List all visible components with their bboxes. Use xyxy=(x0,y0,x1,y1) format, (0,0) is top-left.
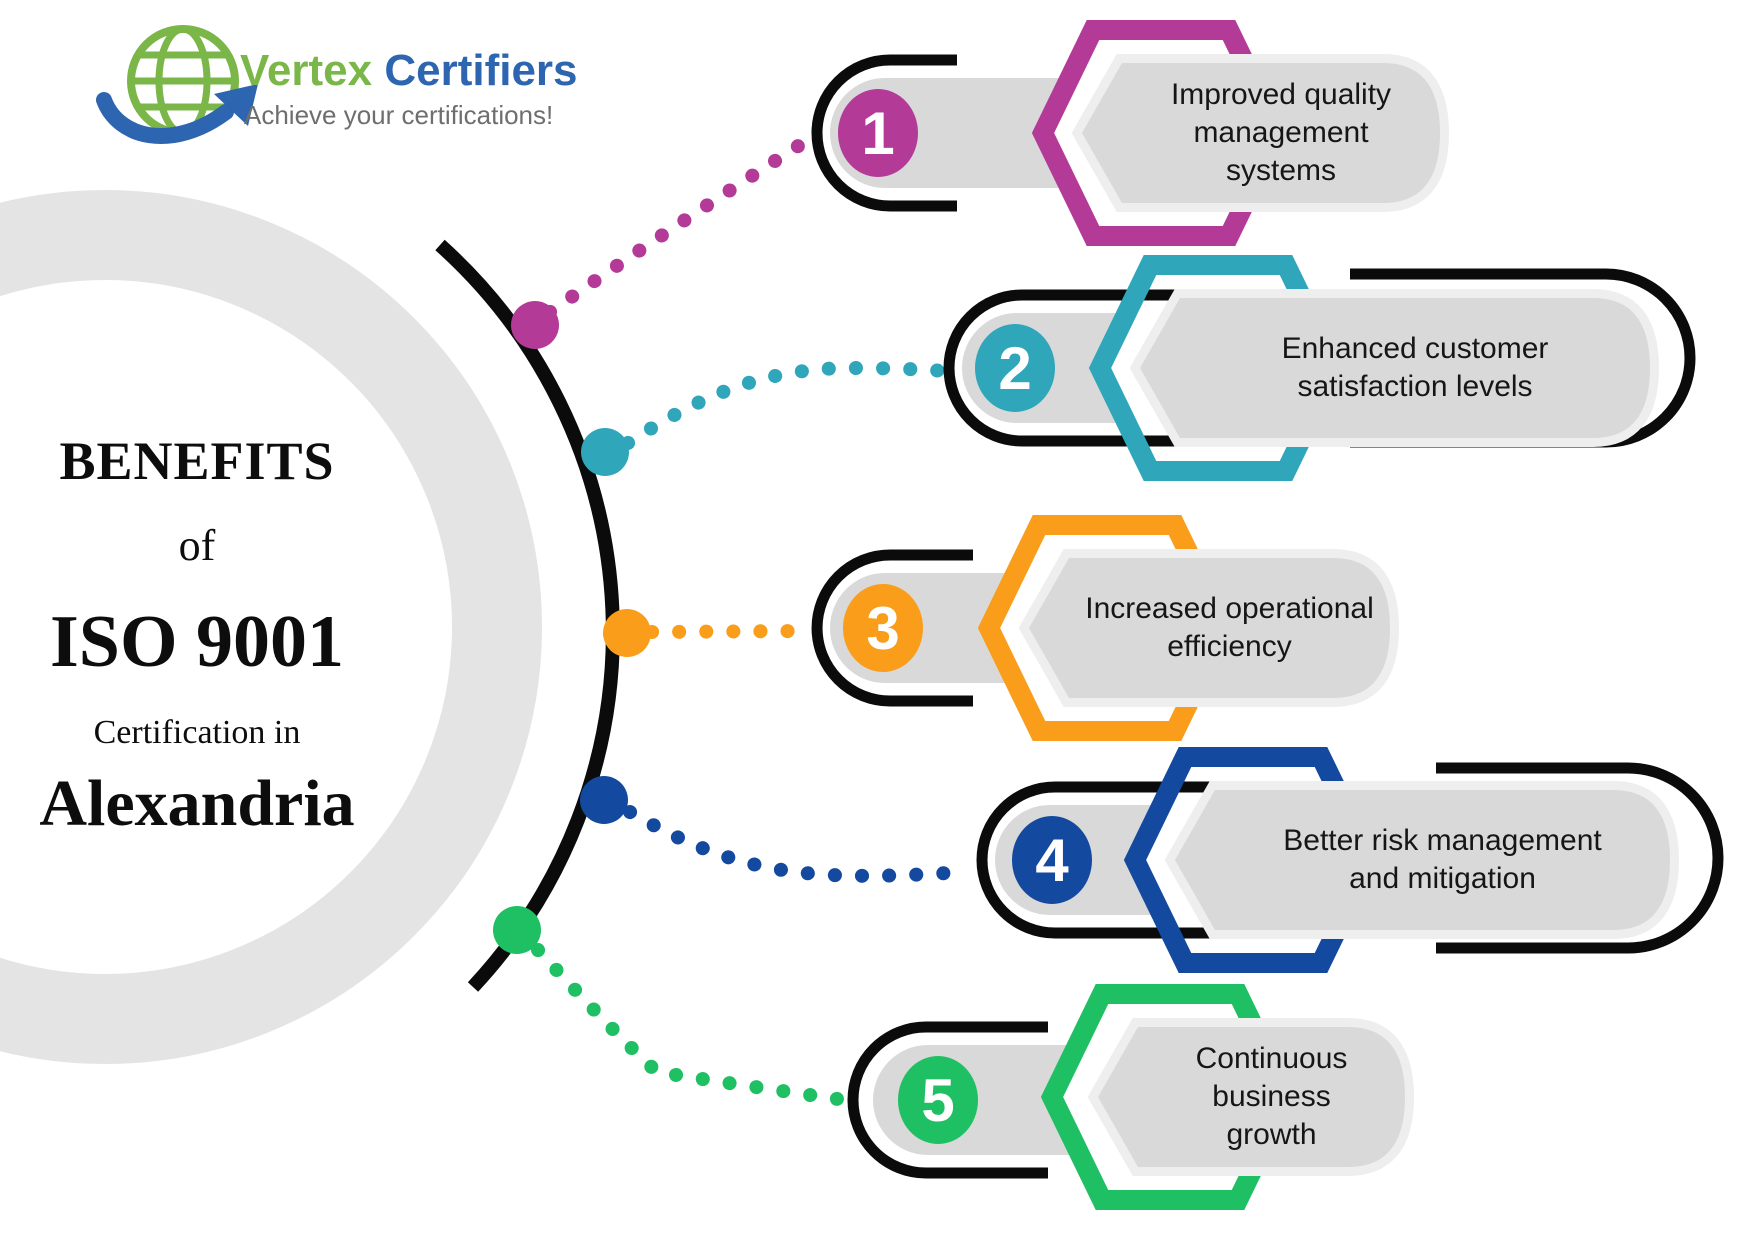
item3-left-outline xyxy=(811,549,973,707)
arc-node-3 xyxy=(603,609,651,657)
item1-left-outline xyxy=(811,54,957,212)
item5-label: Continuous business growth xyxy=(1195,1042,1348,1151)
arc-node-5 xyxy=(493,906,541,954)
arc-node-2 xyxy=(581,428,629,476)
item5-number: 5 xyxy=(921,1066,955,1134)
item3-label: Increased operational efficiency xyxy=(1085,592,1374,663)
connector-dotted-3 xyxy=(645,624,807,639)
connector-dotted-2 xyxy=(621,360,951,450)
item1-label: Improved quality management systems xyxy=(1170,78,1392,187)
logo-arrow-swoosh xyxy=(96,92,234,144)
benefit-item-1 xyxy=(811,20,1450,246)
item1-label-plate xyxy=(1082,63,1440,203)
connector-dotted-5 xyxy=(531,943,852,1107)
item1-number-circle xyxy=(838,89,918,177)
item2-label: Enhanced customer satisfaction levels xyxy=(1281,332,1549,403)
benefit-item-5 xyxy=(847,984,1415,1210)
title-alexandria: Alexandria xyxy=(39,767,355,840)
item4-right-outline xyxy=(1436,762,1724,954)
title-certification-in: Certification in xyxy=(93,714,301,751)
item4-number-circle xyxy=(1012,816,1092,904)
item5-label-plate xyxy=(1098,1027,1405,1167)
item2-left-outline xyxy=(943,289,1225,447)
item5-number-circle xyxy=(898,1056,978,1144)
logo-globe-icon xyxy=(96,25,258,144)
title-iso-9001: ISO 9001 xyxy=(49,601,344,683)
logo-wordmark: Vertex Certifiers xyxy=(240,46,578,96)
logo-brand-part2: Certifiers xyxy=(372,46,578,95)
title-of: of xyxy=(178,521,216,570)
benefit-item-3 xyxy=(811,515,1400,741)
item4-label: Better risk management and mitigation xyxy=(1283,824,1602,895)
item1-number: 1 xyxy=(861,99,895,167)
item5-left-outline xyxy=(847,1021,1048,1179)
item2-right-outline xyxy=(1350,268,1696,448)
background-ring xyxy=(0,190,542,1064)
arc-node-1 xyxy=(511,301,559,349)
item3-label-plate xyxy=(1029,558,1390,698)
logo-tagline: Achieve your certifications! xyxy=(244,100,554,130)
connector-dotted-4 xyxy=(623,805,955,883)
benefit-item-4 xyxy=(976,747,1724,973)
item3-number-circle xyxy=(843,584,923,672)
logo-brand-part1: Vertex xyxy=(240,46,373,95)
logo-arrow-head xyxy=(214,84,258,126)
item2-number-circle xyxy=(975,324,1055,412)
connector-dotted-1 xyxy=(543,134,813,319)
item3-number: 3 xyxy=(866,594,900,662)
item4-label-plate xyxy=(1175,790,1670,930)
arc-node-4 xyxy=(580,776,628,824)
item4-number: 4 xyxy=(1035,826,1069,894)
title-benefits: BENEFITS xyxy=(59,431,335,491)
item2-number: 2 xyxy=(998,334,1032,402)
item4-left-outline xyxy=(976,781,1305,939)
item2-label-plate xyxy=(1140,298,1650,438)
benefit-item-2 xyxy=(943,255,1696,481)
